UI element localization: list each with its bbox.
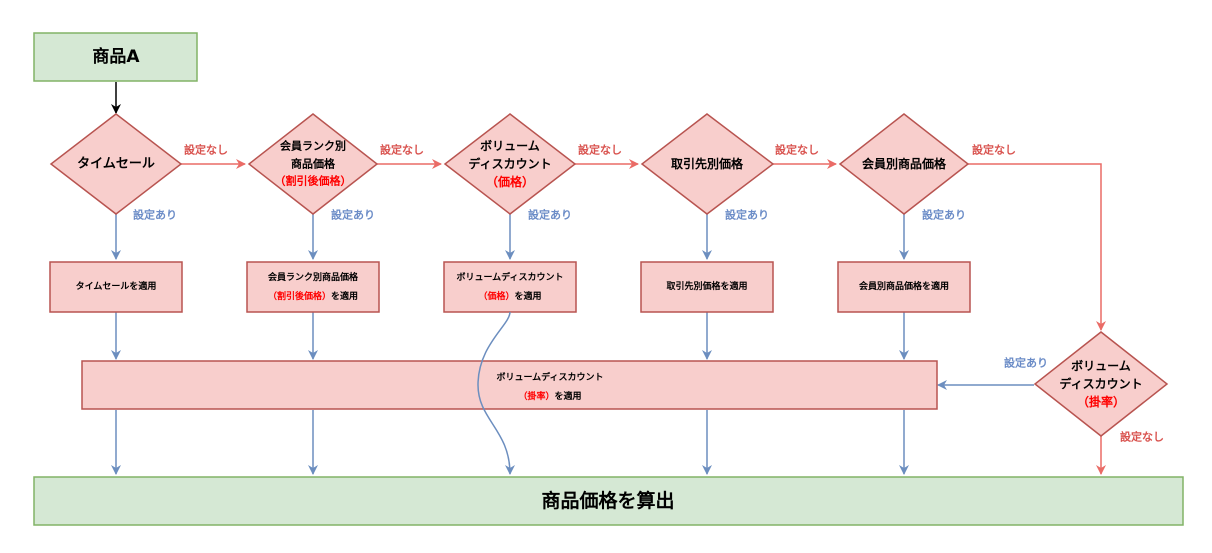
- edge-label-no-6: 設定なし: [1120, 430, 1164, 444]
- action-2-suffix: を適用: [331, 290, 358, 302]
- action-2-label-line2: （割引後価格）を適用: [268, 290, 358, 302]
- action-volume-discount-rate: [81, 360, 938, 410]
- edge-label-yes-5: 設定あり: [922, 208, 966, 222]
- decision-3-label-line2: ディスカウント: [468, 156, 551, 171]
- decision-6-label-line1: ボリューム: [1071, 358, 1131, 373]
- end-node: [33, 476, 1184, 526]
- start-node: [33, 32, 198, 82]
- action-member-price: [837, 261, 971, 313]
- decision-2-highlight: （割引後価格）: [275, 174, 352, 188]
- action-volume-discount-price: [443, 261, 577, 313]
- edge-label-no-2: 設定なし: [380, 143, 424, 157]
- action-1-label: タイムセールを適用: [76, 280, 157, 292]
- edge-label-yes-2: 設定あり: [331, 208, 375, 222]
- decision-3-label-line1: ボリューム: [480, 138, 540, 153]
- edge-a3-end-bypass: [477, 311, 515, 475]
- action-3-label-line2: （価格）を適用: [478, 290, 541, 302]
- action-customer-price: [640, 261, 774, 313]
- decision-timesale: [49, 113, 183, 215]
- edge-label-yes-4: 設定あり: [725, 208, 769, 222]
- decision-1-label: タイムセール: [77, 157, 155, 172]
- wide-action-suffix: を適用: [555, 390, 582, 402]
- action-4-label: 取引先別価格を適用: [666, 280, 747, 292]
- edge-label-yes-6: 設定あり: [1004, 356, 1048, 370]
- wide-action-label-line1: ボリュームディスカウント: [496, 371, 603, 383]
- action-5-label: 会員別商品価格を適用: [859, 280, 949, 292]
- action-member-rank-price: [246, 261, 380, 313]
- decision-volume-discount-rate: [1033, 331, 1169, 437]
- decision-4-label: 取引先別価格: [671, 156, 744, 171]
- start-label: 商品A: [92, 46, 140, 67]
- edge-label-no-4: 設定なし: [775, 143, 819, 157]
- edge-label-yes-1: 設定あり: [133, 208, 177, 222]
- action-3-label-line1: ボリュームディスカウント: [456, 271, 563, 283]
- edge-label-no-1: 設定なし: [184, 143, 228, 157]
- decision-6-label-line2: ディスカウント: [1059, 376, 1142, 391]
- decision-6-highlight: （掛率）: [1077, 394, 1125, 409]
- action-2-label-line1: 会員ランク別商品価格: [268, 271, 359, 283]
- edge-label-yes-3: 設定あり: [528, 208, 572, 222]
- action-3-highlight: （価格）: [478, 290, 514, 302]
- edge-d5-d6: [968, 163, 1106, 331]
- wide-action-label-line2: （掛率）を適用: [518, 390, 581, 402]
- edge-label-no-5: 設定なし: [972, 143, 1016, 157]
- edge-label-no-3: 設定なし: [578, 143, 622, 157]
- decision-member-price: [838, 113, 970, 215]
- action-timesale: [49, 261, 183, 313]
- decision-2-label-line2: 商品価格: [291, 157, 336, 171]
- end-label: 商品価格を算出: [541, 489, 674, 512]
- decision-volume-discount-price: [443, 113, 577, 215]
- decision-member-rank-price: [247, 113, 379, 215]
- action-2-highlight: （割引後価格）: [268, 290, 331, 302]
- wide-action-highlight: （掛率）: [518, 390, 554, 402]
- decision-5-label: 会員別商品価格: [862, 156, 947, 171]
- decision-2-label-line1: 会員ランク別: [280, 139, 346, 153]
- decision-customer-price: [640, 113, 775, 215]
- action-3-suffix: を適用: [515, 290, 542, 302]
- decision-3-highlight: （価格）: [486, 174, 534, 189]
